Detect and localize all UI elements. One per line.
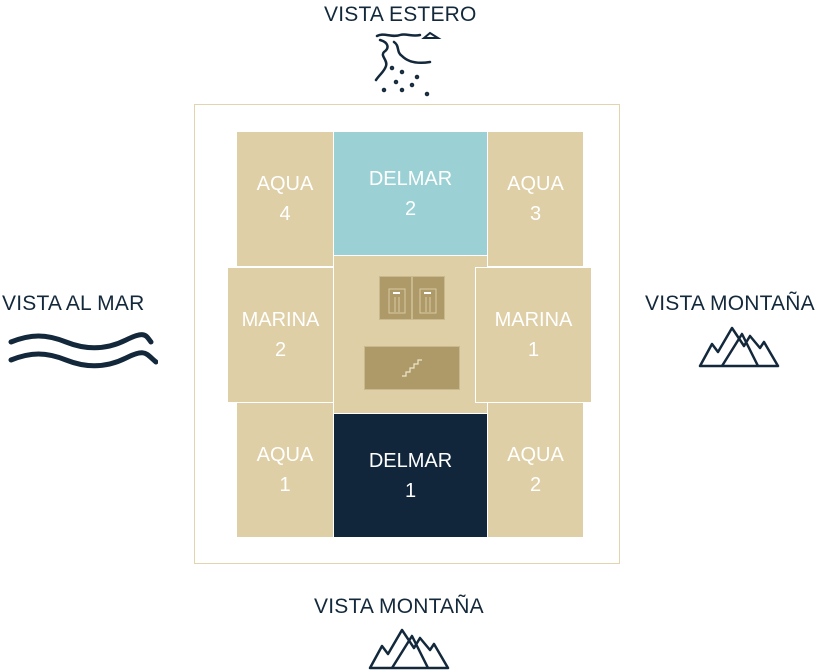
unit-aqua-2[interactable]: AQUA 2	[487, 402, 584, 538]
unit-delmar-1[interactable]: DELMAR 1	[333, 413, 488, 538]
river-icon	[374, 31, 442, 97]
unit-name: AQUA	[507, 173, 564, 195]
unit-marina-1[interactable]: MARINA 1	[475, 267, 592, 403]
view-label-estero: VISTA ESTERO	[324, 3, 477, 26]
unit-number: 3	[529, 203, 542, 225]
waves-icon	[8, 332, 158, 369]
view-label-mar: VISTA AL MAR	[2, 292, 145, 315]
unit-name: AQUA	[507, 444, 564, 466]
unit-name: DELMAR	[368, 449, 453, 472]
elevator-icon	[412, 276, 445, 320]
unit-aqua-3[interactable]: AQUA 3	[487, 131, 584, 267]
view-label-montana-bottom: VISTA MONTAÑA	[314, 595, 484, 618]
building-outline	[194, 104, 620, 564]
unit-number: 2	[404, 197, 417, 220]
unit-number: 2	[529, 474, 542, 496]
unit-name: MARINA	[494, 309, 573, 331]
elevator-icon	[379, 276, 412, 320]
unit-number: 1	[404, 479, 417, 502]
unit-name: AQUA	[256, 444, 314, 466]
unit-delmar-2[interactable]: DELMAR 2	[333, 131, 488, 256]
unit-aqua-1[interactable]: AQUA 1	[236, 402, 334, 538]
stairs-icon	[364, 346, 460, 390]
unit-name: MARINA	[241, 309, 320, 331]
unit-name: DELMAR	[368, 167, 453, 190]
mountain-icon	[368, 628, 450, 670]
unit-number: 1	[279, 474, 291, 496]
unit-number: 1	[527, 339, 540, 361]
mountain-icon	[698, 326, 780, 368]
unit-name: AQUA	[256, 173, 314, 195]
unit-number: 4	[279, 203, 291, 225]
unit-number: 2	[274, 339, 287, 361]
unit-aqua-4[interactable]: AQUA 4	[236, 131, 334, 267]
view-label-montana-right: VISTA MONTAÑA	[645, 292, 815, 315]
unit-marina-2[interactable]: MARINA 2	[227, 267, 334, 403]
